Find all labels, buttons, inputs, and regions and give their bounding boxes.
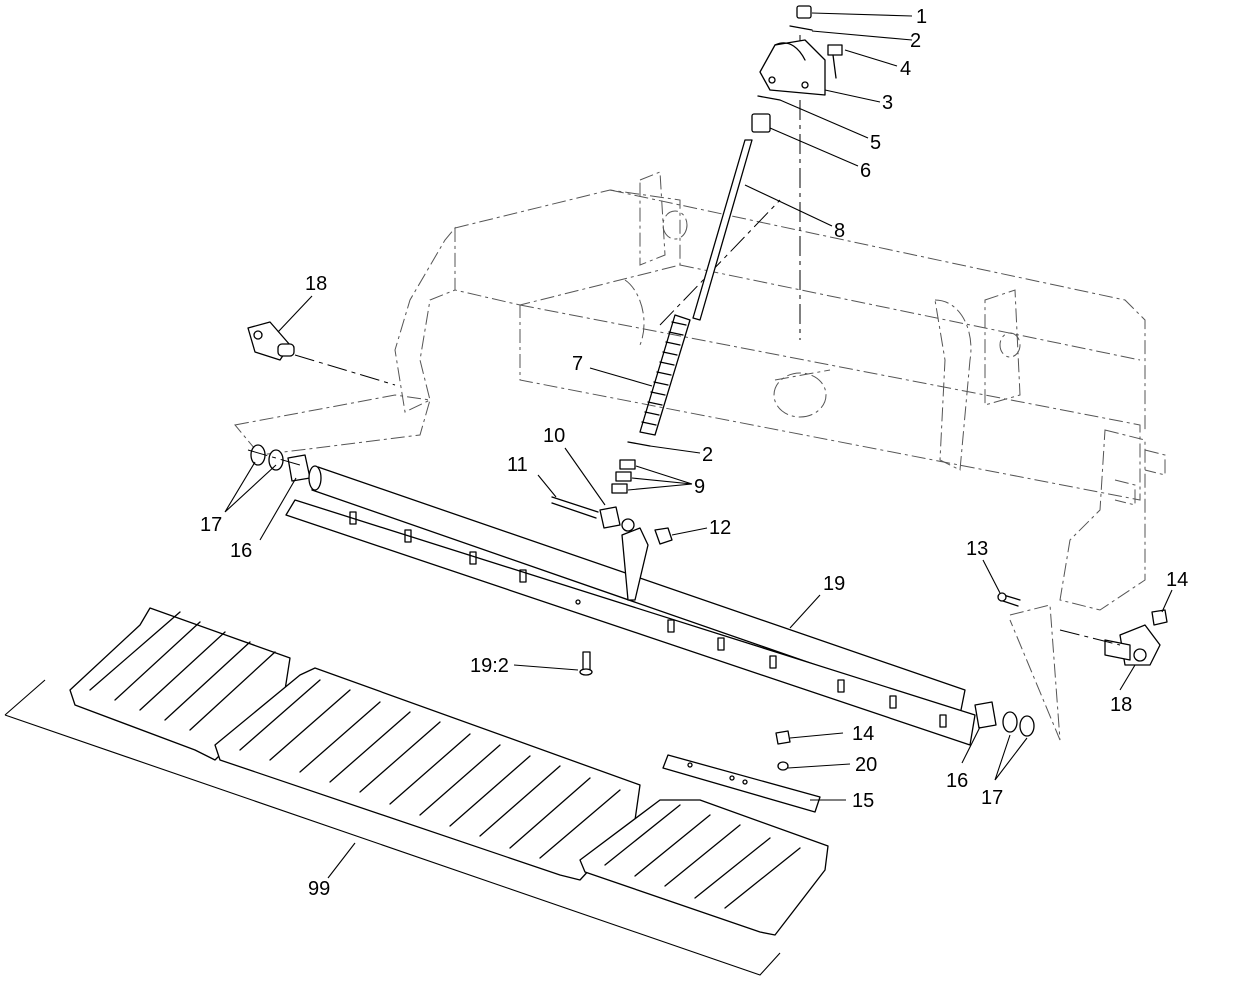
washer-part [789,25,813,31]
callout-17-left: 17 [200,514,222,536]
spring-part [639,314,691,436]
nut-part [615,471,632,482]
callout-18-left: 18 [305,273,327,295]
lower-small-parts [579,651,821,813]
callout-19-2: 19:2 [470,655,509,677]
callout-5: 5 [870,132,881,154]
callout-11: 11 [507,454,528,476]
comb-right [579,799,829,936]
washer-20 [777,761,789,771]
bushing-right [974,701,997,729]
plate-15 [662,754,821,813]
callout-16-left: 16 [230,540,252,562]
washer-part-lower [627,441,651,447]
callout-1: 1 [916,6,927,28]
nut-14-lower [775,730,791,745]
callout-labels: 1 2 4 3 5 6 8 18 7 10 2 11 9 12 17 16 13… [200,6,1188,900]
pin-part [551,496,599,519]
comb-middle [214,667,641,881]
callout-9: 9 [694,476,705,498]
callout-4: 4 [900,58,911,80]
bolt-19-2 [582,651,591,671]
callout-18-right: 18 [1110,694,1132,716]
callout-13: 13 [966,538,988,560]
comb-left [69,607,291,761]
callout-2: 2 [910,30,921,52]
roller-shaft [285,465,976,746]
callout-2-lower: 2 [702,444,713,466]
washer-right-1 [1002,711,1018,733]
washer-part-5 [757,95,781,101]
callout-16-right: 16 [946,770,968,792]
callout-20: 20 [855,754,877,776]
spacer-part [751,113,771,133]
callout-7: 7 [572,353,583,375]
callout-17-right: 17 [981,787,1003,809]
callout-19: 19 [823,573,845,595]
block-part [599,506,621,529]
rod-part [692,139,753,321]
nut-part [619,459,636,470]
callout-8: 8 [834,220,845,242]
left-side-parts [247,321,396,482]
callout-6: 6 [860,160,871,182]
nut-part [611,483,628,494]
callout-99: 99 [308,878,330,900]
nut-14-right [1151,609,1168,626]
callout-10: 10 [543,425,565,447]
callout-15: 15 [852,790,874,812]
bushing-left [287,454,311,482]
callout-14-lower: 14 [852,723,874,745]
adjuster-assembly [551,5,843,545]
bolt-part [796,5,812,19]
washer-right-2 [1019,715,1035,737]
scraper-combs [4,607,829,976]
screw-part [827,44,843,56]
right-side-parts [974,592,1168,737]
callout-3: 3 [882,92,893,114]
callout-leaders [224,12,1173,879]
locknut-part [654,527,673,545]
bracket-part [759,39,826,96]
callout-12: 12 [709,517,731,539]
callout-14-right: 14 [1166,569,1188,591]
washer-left-1 [250,444,266,466]
